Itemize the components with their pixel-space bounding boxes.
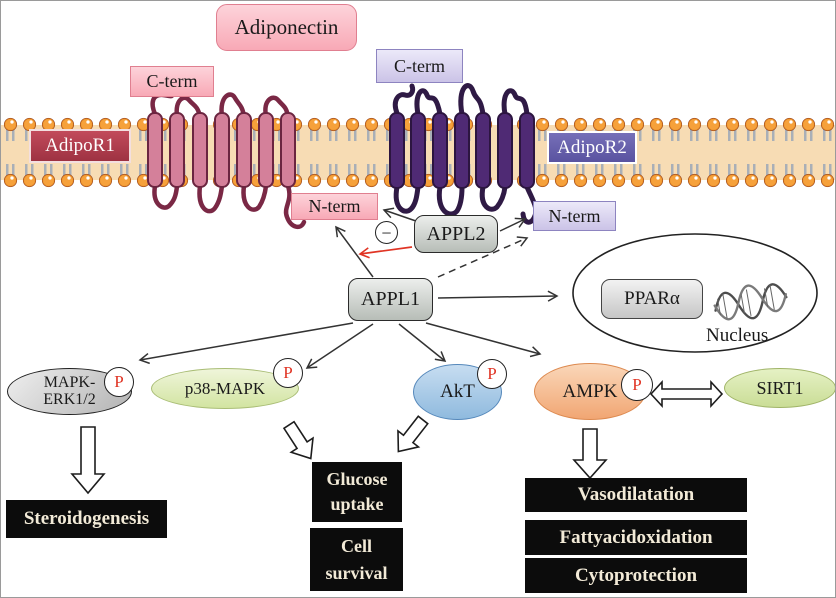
- adiponectin-label: Adiponectin: [216, 4, 357, 51]
- adipor1-label: AdipoR1: [29, 129, 131, 163]
- adiponectin-text: Adiponectin: [234, 15, 339, 39]
- cell-survival-text-line2: survival: [325, 562, 388, 583]
- outcome-cytoprotection: Cytoprotection: [525, 558, 747, 593]
- glucose-text-line1: Glucose: [326, 468, 388, 489]
- nterm-adipor2-text: N-term: [548, 205, 601, 226]
- arrow-appl1-to-nterm1: [335, 225, 374, 278]
- nterm-adipor2-label: N-term: [533, 201, 616, 231]
- arrow-appl1-to-p38: [305, 323, 374, 369]
- phospho-p-text: P: [114, 372, 124, 391]
- steroidogenesis-text: Steroidogenesis: [23, 508, 150, 529]
- adipor2-helices: [389, 112, 535, 189]
- arrow-appl2-inhibition: [358, 246, 413, 259]
- phospho-p-text: P: [632, 375, 642, 394]
- arrow-appl1-to-ampk: [425, 322, 542, 358]
- arrow-appl1-to-nterm2-dashed: [437, 236, 529, 278]
- nterm-adipor1-text: N-term: [308, 196, 361, 216]
- fatty-acid-oxidation-text: Fattyacidoxidation: [559, 526, 713, 548]
- sirt1-text: SIRT1: [756, 377, 804, 398]
- dna-icon: [713, 283, 788, 321]
- glucose-text-line2: uptake: [330, 494, 384, 514]
- block-arrow-mapk-steroidogenesis: [70, 426, 106, 495]
- mapk-text-line1: MAPK-: [43, 373, 96, 391]
- cell-survival-text-line1: Cell: [340, 536, 372, 557]
- phospho-circle-akt: P: [477, 359, 507, 389]
- nterm-adipor1-label: N-term: [291, 193, 378, 220]
- phospho-p-text: P: [283, 363, 293, 382]
- outcome-glucose-uptake: Glucose uptake: [312, 462, 402, 522]
- phospho-circle-p38: P: [273, 358, 303, 388]
- outcome-vasodilatation: Vasodilatation: [525, 478, 747, 512]
- adipor2-label: AdipoR2: [547, 131, 637, 164]
- cytoprotection-text: Cytoprotection: [574, 564, 698, 586]
- arrow-appl1-to-nucleus: [437, 290, 559, 302]
- p38-mapk-text: p38-MAPK: [184, 378, 266, 398]
- minus-sign-text: −: [381, 222, 392, 243]
- arrow-appl2-to-nterm2: [499, 217, 527, 232]
- adipor1-text: AdipoR1: [45, 135, 115, 156]
- cterm-adipor2-text: C-term: [394, 55, 445, 76]
- ppar-alpha-node: PPARα: [601, 279, 703, 319]
- akt-text: AkT: [440, 381, 475, 402]
- phospho-p-text: P: [487, 364, 497, 383]
- block-arrow-p38-glucose: [282, 420, 314, 460]
- appl1-text: APPL1: [361, 288, 420, 310]
- appl2-node: APPL2: [414, 215, 498, 253]
- ppar-alpha-text: PPARα: [624, 288, 680, 309]
- arrow-appl1-to-mapk: [138, 322, 354, 365]
- block-arrow-ampk-outcomes: [572, 428, 608, 480]
- sirt1-node: SIRT1: [724, 368, 835, 408]
- phospho-circle-ampk: P: [621, 369, 653, 401]
- adipor2-text: AdipoR2: [557, 136, 627, 158]
- arrow-appl1-to-akt: [398, 323, 447, 362]
- outcome-fatty-acid-oxidation: Fattyacidoxidation: [525, 520, 747, 555]
- phospho-circle-mapk: P: [104, 367, 134, 397]
- block-arrow-akt-glucose: [397, 415, 429, 453]
- block-arrow-ampk-sirt1-bidirectional: [649, 379, 724, 409]
- appl2-text: APPL2: [426, 222, 486, 245]
- outcome-steroidogenesis: Steroidogenesis: [6, 500, 167, 538]
- nucleus-text: Nucleus: [706, 325, 769, 346]
- cterm-adipor2-label: C-term: [376, 49, 463, 83]
- cterm-adipor1-text: C-term: [146, 71, 198, 91]
- outcome-cell-survival: Cell survival: [310, 528, 403, 591]
- cterm-adipor1-label: C-term: [130, 66, 214, 97]
- vasodilatation-text: Vasodilatation: [577, 484, 695, 505]
- appl1-node: APPL1: [348, 278, 433, 321]
- ampk-text: AMPK: [562, 380, 618, 402]
- nucleus-label: Nucleus: [706, 325, 768, 347]
- mapk-text-line2: ERK1/2: [43, 390, 96, 408]
- adipor1-helices: [147, 112, 296, 188]
- inhibition-minus-icon: −: [375, 221, 398, 244]
